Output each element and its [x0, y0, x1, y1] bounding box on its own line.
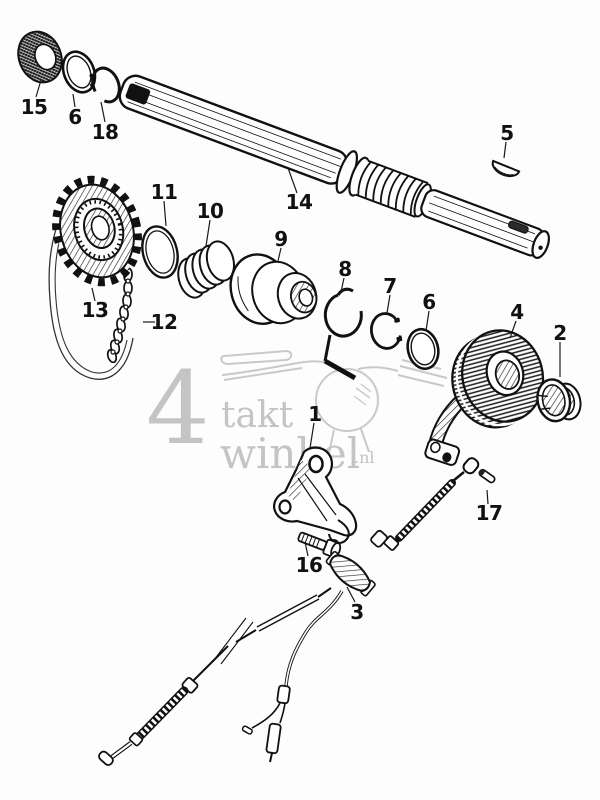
tensioner-arm-4 [424, 329, 545, 466]
part-label-14: 14 [285, 190, 313, 214]
part-label-13: 13 [81, 298, 109, 322]
circlip-18 [89, 66, 121, 104]
bushing-2 [536, 378, 582, 423]
shaft-14 [118, 74, 550, 259]
part-label-1: 1 [308, 402, 322, 426]
tensioner-spring-8 [323, 287, 363, 381]
watermark-word1: takt [221, 395, 294, 436]
washer-6-top [61, 50, 97, 94]
part-label-9: 9 [274, 227, 288, 251]
bearing-15 [17, 30, 63, 84]
pin-17 [478, 468, 496, 484]
part-label-18: 18 [91, 120, 119, 144]
washer-6-lower [406, 327, 440, 371]
part-label-6-lower: 6 [422, 290, 436, 314]
part-label-3: 3 [350, 600, 364, 624]
part-label-15: 15 [20, 95, 48, 119]
part-label-11: 11 [150, 180, 178, 204]
part-label-12: 12 [150, 310, 178, 334]
part-label-10: 10 [196, 199, 224, 223]
part-label-7: 7 [383, 274, 397, 298]
guide-collar-9 [229, 253, 318, 325]
watermark-text: 4 takt winkel .nl [146, 350, 375, 478]
part-label-16: 16 [295, 553, 323, 577]
part-label-8: 8 [338, 257, 352, 281]
sprocket-13 [52, 175, 142, 287]
part-label-17: 17 [475, 501, 503, 525]
watermark-handlebar-sketch [220, 349, 448, 454]
watermark-numeral: 4 [146, 350, 210, 467]
washer-11 [141, 225, 179, 279]
woodruff-key-5 [491, 159, 521, 178]
part-label-4: 4 [510, 300, 524, 324]
spring-10 [177, 240, 236, 299]
leader-lines [35, 79, 561, 603]
watermark-tld: .nl [354, 448, 375, 467]
part-label-2: 2 [553, 321, 567, 345]
part-label-6-top: 6 [68, 105, 82, 129]
watermark-word2: winkel [220, 429, 360, 478]
part-label-5: 5 [500, 121, 514, 145]
circlip-7 [370, 312, 403, 350]
cable-assembly-3 [98, 457, 480, 766]
